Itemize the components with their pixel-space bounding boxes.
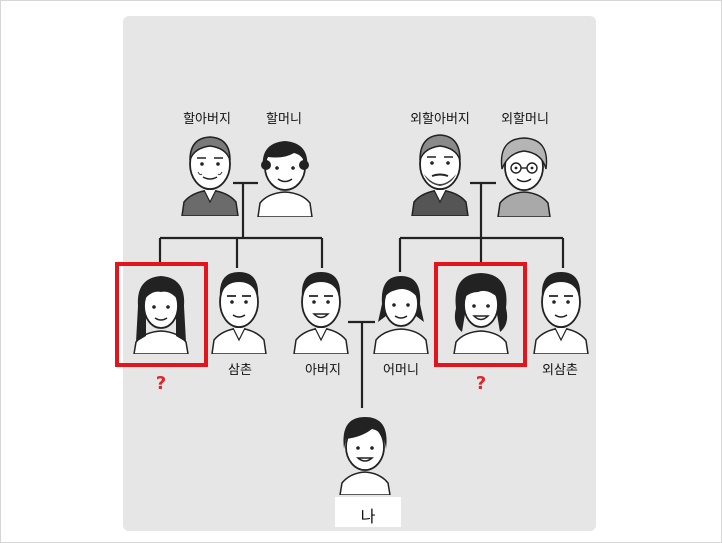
unknown-aunt-question-mark: ?: [155, 373, 167, 394]
me-label: 나: [360, 507, 376, 526]
grandmother-label: 할머니: [266, 112, 302, 127]
unknown-aunt-highlight: [115, 262, 208, 367]
unknown-maternal-aunt-highlight: [434, 262, 527, 367]
mother-label: 어머니: [383, 363, 419, 378]
uncle-label: 삼촌: [228, 363, 252, 378]
maternal-grandmother-label: 외할머니: [501, 112, 549, 127]
grandfather-label: 할아버지: [183, 112, 231, 127]
uncle-face-icon: [211, 272, 267, 354]
grandmother-face-icon: [257, 141, 313, 217]
maternal-uncle-label: 외삼촌: [542, 363, 578, 378]
me-label-box: [335, 497, 401, 527]
unknown-maternal-aunt-question-mark: ?: [475, 373, 487, 394]
father-label: 아버지: [305, 363, 341, 378]
father-face-icon: [293, 272, 349, 354]
maternal-uncle-face-icon: [533, 272, 589, 354]
grandfather-face-icon: [181, 136, 239, 216]
mother-face-icon: [373, 276, 429, 354]
maternal-grandmother-face-icon: [497, 137, 551, 217]
me-face-icon: [339, 417, 391, 495]
maternal-grandfather-face-icon: [411, 134, 469, 216]
aunt-face-icon: [133, 276, 189, 354]
maternal-aunt-face-icon: [453, 273, 509, 354]
maternal-grandfather-label: 외할아버지: [410, 112, 470, 127]
